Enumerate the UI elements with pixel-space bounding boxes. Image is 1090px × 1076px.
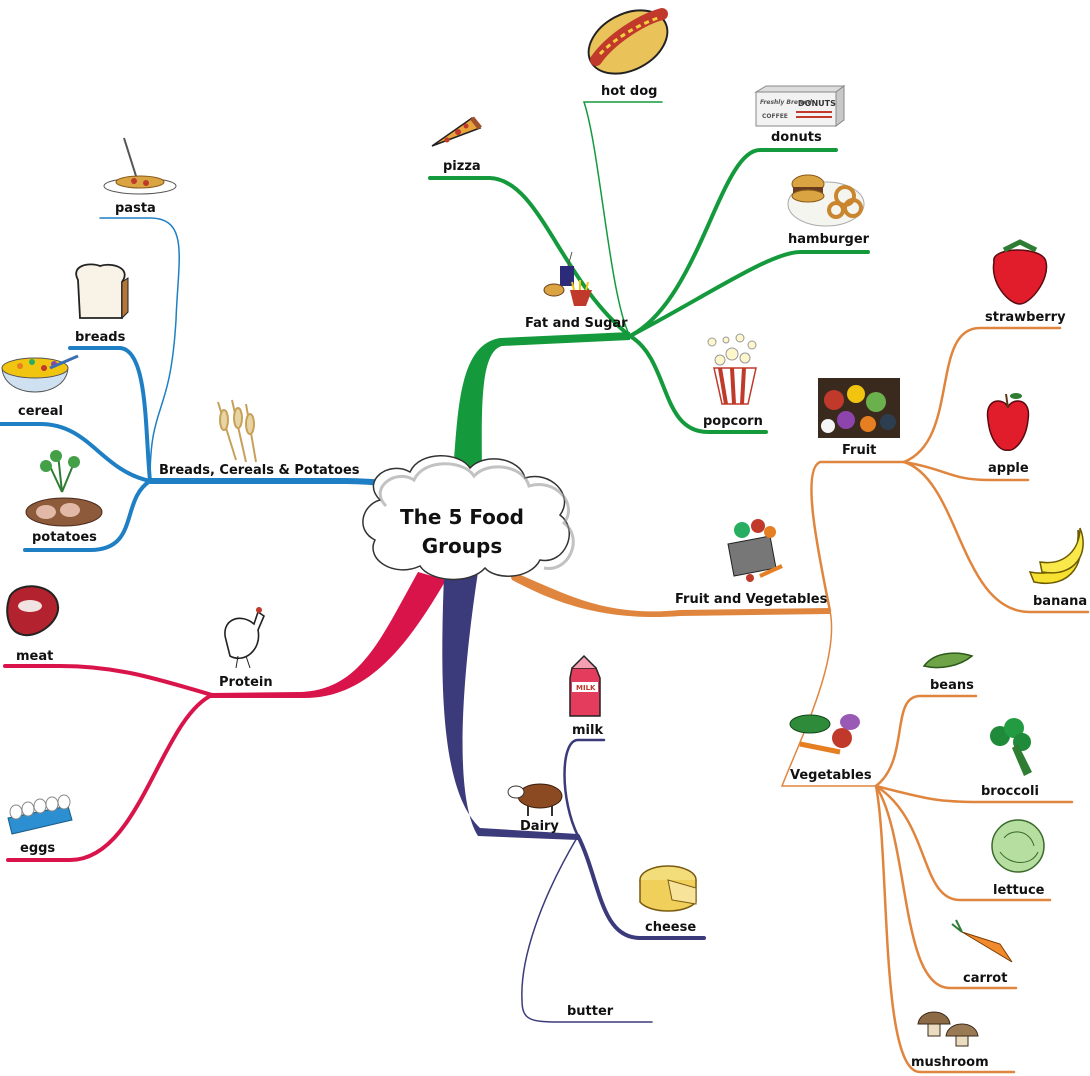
bread-icon (75, 263, 129, 320)
lettuce-icon (991, 819, 1045, 873)
hamburger-icon (787, 174, 865, 227)
label-hamburger: hamburger (788, 232, 870, 247)
protein-subbranches (3, 664, 214, 862)
fast-food-icon (543, 251, 592, 306)
label-apple: apple (988, 461, 1029, 476)
vegetables-icon (789, 714, 860, 755)
label-breads: Breads, Cereals & Potatoes (159, 463, 360, 478)
label-dairy: Dairy (520, 819, 559, 834)
label-breads-item: breads (75, 330, 126, 345)
branch-breads-main (150, 478, 432, 496)
pasta-icon (103, 137, 177, 195)
mushroom-icon (917, 1011, 979, 1047)
cow-icon (507, 783, 563, 816)
produce-crate-icon (727, 519, 783, 582)
center-cloud: The 5 Food Groups (362, 455, 575, 581)
label-donuts: donuts (771, 130, 822, 145)
label-fruit-veg: Fruit and Vegetables (675, 592, 828, 607)
dairy-subbranches (521, 738, 706, 1023)
label-banana: banana (1033, 594, 1087, 609)
label-lettuce: lettuce (993, 883, 1045, 898)
label-broccoli: broccoli (981, 784, 1039, 799)
wheat-icon (217, 399, 257, 463)
center-title-line2: Groups (422, 534, 502, 558)
carrot-icon (951, 919, 1013, 963)
label-milk: milk (572, 723, 603, 738)
label-mushroom: mushroom (911, 1055, 989, 1070)
branch-protein-main (210, 572, 446, 699)
apple-icon (986, 393, 1030, 451)
label-cheese: cheese (645, 920, 696, 935)
pizza-icon (431, 116, 482, 147)
popcorn-icon (707, 333, 757, 405)
milk-carton-text: MILK (576, 684, 596, 692)
banana-icon (1028, 527, 1084, 585)
milk-carton-icon: MILK (569, 654, 601, 717)
branch-fruitveg-main (508, 570, 830, 618)
label-pasta: pasta (115, 201, 156, 216)
branch-dairy-main (442, 572, 578, 840)
donut-box-icon: DONUTS Freshly Brewed COFFEE (754, 85, 846, 127)
label-beans: beans (930, 678, 974, 693)
fruit-photo-icon (818, 378, 900, 438)
donut-box-text-3: Freshly Brewed (760, 99, 813, 106)
donut-box-text: DONUTS (798, 99, 836, 108)
label-fruit: Fruit (842, 443, 876, 458)
label-pizza: pizza (443, 159, 481, 174)
label-eggs: eggs (20, 841, 55, 856)
label-hot-dog: hot dog (601, 84, 657, 99)
label-carrot: carrot (963, 971, 1007, 986)
breads-subbranches (0, 217, 180, 552)
label-butter: butter (567, 1004, 614, 1019)
cereal-bowl-icon (1, 354, 79, 393)
eggs-icon (7, 794, 73, 835)
beans-icon (922, 652, 974, 669)
donut-box-text-2: COFFEE (762, 113, 788, 120)
fruitveg-subbranches (780, 326, 1090, 1074)
label-cereal: cereal (18, 404, 63, 419)
label-potatoes: potatoes (32, 530, 97, 545)
potatoes-icon (25, 450, 103, 527)
label-protein: Protein (219, 675, 273, 690)
label-vegetables: Vegetables (790, 768, 872, 783)
label-popcorn: popcorn (703, 414, 763, 429)
label-meat: meat (16, 649, 53, 664)
strawberry-icon (992, 239, 1048, 305)
broccoli-icon (990, 718, 1032, 776)
chicken-icon (224, 607, 265, 669)
cheese-icon (639, 865, 697, 912)
label-strawberry: strawberry (985, 310, 1066, 325)
fat-sugar-subbranches (428, 101, 870, 434)
hot-dog-icon (587, 8, 669, 75)
center-title-line1: The 5 Food (400, 505, 524, 529)
meat-icon (6, 585, 60, 637)
label-fat-sugar: Fat and Sugar (525, 316, 628, 331)
